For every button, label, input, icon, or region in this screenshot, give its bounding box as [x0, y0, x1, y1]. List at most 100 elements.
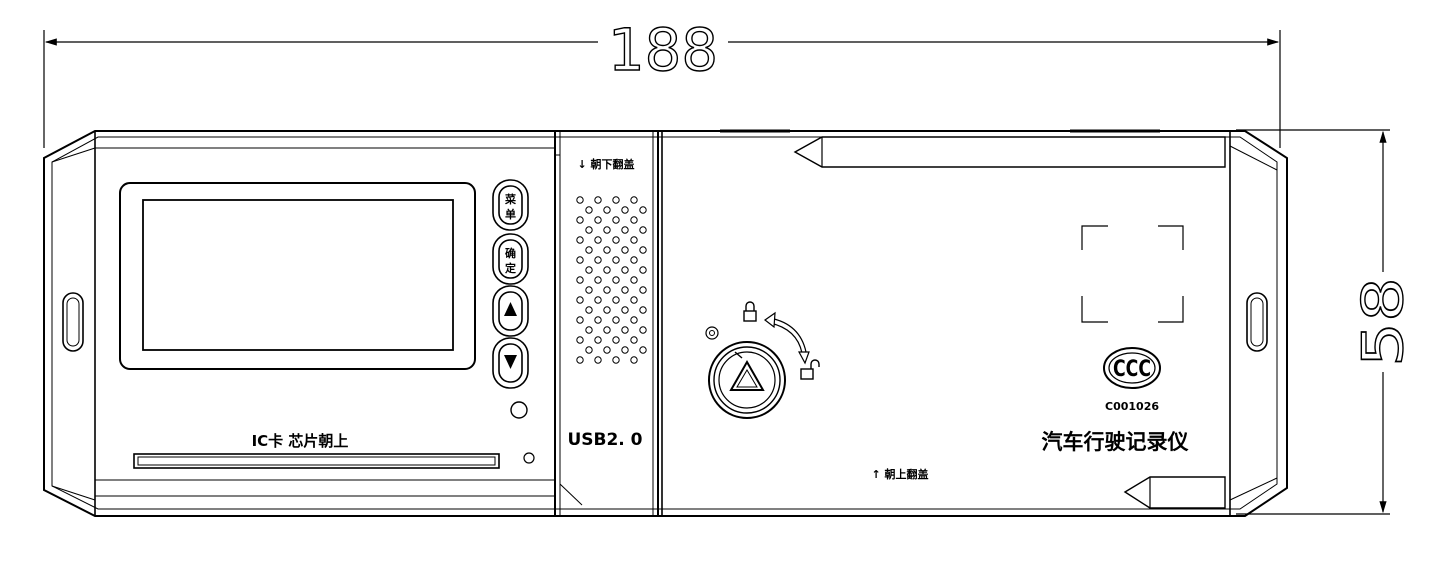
height-value: 58 — [1351, 277, 1416, 367]
speaker-hole — [612, 336, 620, 344]
ccc-mark: CCC — [1103, 347, 1161, 389]
speaker-hole — [612, 296, 620, 304]
left-mount-slot — [62, 292, 84, 352]
menu-button-char-2: 单 — [505, 207, 516, 221]
ic-card-label: IC卡 芯片朝上 — [252, 432, 349, 450]
certificate-code: C001026 — [1105, 400, 1159, 413]
speaker-hole — [639, 326, 647, 334]
display-screen — [142, 199, 454, 351]
speaker-hole — [594, 296, 602, 304]
speaker-hole — [630, 236, 638, 244]
speaker-hole — [639, 346, 647, 354]
speaker-hole — [603, 266, 611, 274]
speaker-hole — [594, 216, 602, 224]
speaker-hole — [576, 276, 584, 284]
confirm-button[interactable]: 确 定 — [492, 233, 529, 285]
ic-card-slot[interactable] — [133, 453, 500, 469]
display-bezel — [119, 182, 476, 370]
speaker-hole — [594, 196, 602, 204]
speaker-hole — [585, 206, 593, 214]
width-value: 188 — [608, 16, 718, 84]
usb-label: USB2. 0 — [567, 430, 642, 450]
speaker-hole — [576, 356, 584, 364]
speaker-hole — [621, 226, 629, 234]
locked-padlock-icon — [743, 301, 757, 322]
speaker-hole — [621, 266, 629, 274]
speaker-hole — [585, 346, 593, 354]
speaker-hole — [603, 286, 611, 294]
speaker-hole — [630, 316, 638, 324]
speaker-hole — [612, 256, 620, 264]
lock-indicator-dot — [705, 326, 719, 340]
speaker-hole — [612, 196, 620, 204]
label-area-marks — [1081, 225, 1184, 323]
speaker-hole — [621, 346, 629, 354]
speaker-hole — [630, 196, 638, 204]
speaker-hole — [630, 336, 638, 344]
right-panel: CCC C001026 汽车行驶记录仪 ↑ 朝上翻盖 — [661, 129, 1268, 516]
speaker-hole — [603, 226, 611, 234]
right-mount-slot — [1246, 292, 1268, 352]
speaker-hole — [639, 286, 647, 294]
speaker-hole — [585, 246, 593, 254]
flip-up-label: ↑ 朝上翻盖 — [871, 467, 928, 481]
speaker-hole — [594, 236, 602, 244]
speaker-hole — [603, 306, 611, 314]
speaker-hole — [630, 296, 638, 304]
speaker-hole — [594, 356, 602, 364]
speaker-hole — [585, 306, 593, 314]
speaker-hole — [603, 206, 611, 214]
speaker-hole — [630, 216, 638, 224]
speaker-hole — [621, 246, 629, 254]
ccc-mark-text: CCC — [1113, 357, 1151, 382]
product-name: 汽车行驶记录仪 — [1042, 430, 1190, 454]
device-body — [43, 130, 1288, 517]
confirm-button-char-1: 确 — [505, 246, 516, 260]
speaker-hole — [621, 326, 629, 334]
speaker-hole — [585, 326, 593, 334]
speaker-hole — [639, 266, 647, 274]
height-dimension: 58 — [1236, 129, 1417, 515]
speaker-hole — [630, 276, 638, 284]
speaker-hole — [612, 316, 620, 324]
speaker-hole — [639, 306, 647, 314]
speaker-hole — [594, 276, 602, 284]
menu-button-char-1: 菜 — [504, 192, 517, 206]
usb-cover[interactable]: ↓ 朝下翻盖 USB2. 0 — [554, 130, 659, 517]
indicator-light-small — [523, 452, 535, 464]
speaker-hole — [603, 346, 611, 354]
speaker-hole — [630, 356, 638, 364]
speaker-hole — [576, 236, 584, 244]
unlocked-padlock-icon — [800, 359, 820, 380]
speaker-hole — [594, 256, 602, 264]
up-arrow-icon — [504, 302, 517, 316]
speaker-hole — [639, 206, 647, 214]
width-dimension: 188 — [43, 15, 1281, 148]
speaker-hole — [594, 316, 602, 324]
speaker-hole — [576, 336, 584, 344]
speaker-hole — [576, 316, 584, 324]
speaker-hole — [612, 236, 620, 244]
speaker-hole — [612, 216, 620, 224]
speaker-hole — [576, 196, 584, 204]
speaker-hole — [612, 356, 620, 364]
speaker-hole — [576, 216, 584, 224]
speaker-hole — [585, 266, 593, 274]
up-button[interactable] — [492, 285, 529, 337]
speaker-hole — [585, 286, 593, 294]
indicator-light-large — [510, 401, 528, 419]
confirm-button-char-2: 定 — [505, 261, 516, 275]
down-button[interactable] — [492, 337, 529, 389]
speaker-hole — [621, 306, 629, 314]
speaker-hole — [594, 336, 602, 344]
menu-button[interactable]: 菜 单 — [492, 179, 529, 231]
speaker-hole — [603, 326, 611, 334]
rotate-arrow-icon — [763, 311, 810, 365]
speaker-hole — [639, 246, 647, 254]
speaker-hole — [585, 226, 593, 234]
speaker-hole — [630, 256, 638, 264]
left-panel: 菜 单 确 定 IC卡 芯片朝上 — [62, 179, 535, 469]
key-lock[interactable] — [708, 341, 786, 419]
